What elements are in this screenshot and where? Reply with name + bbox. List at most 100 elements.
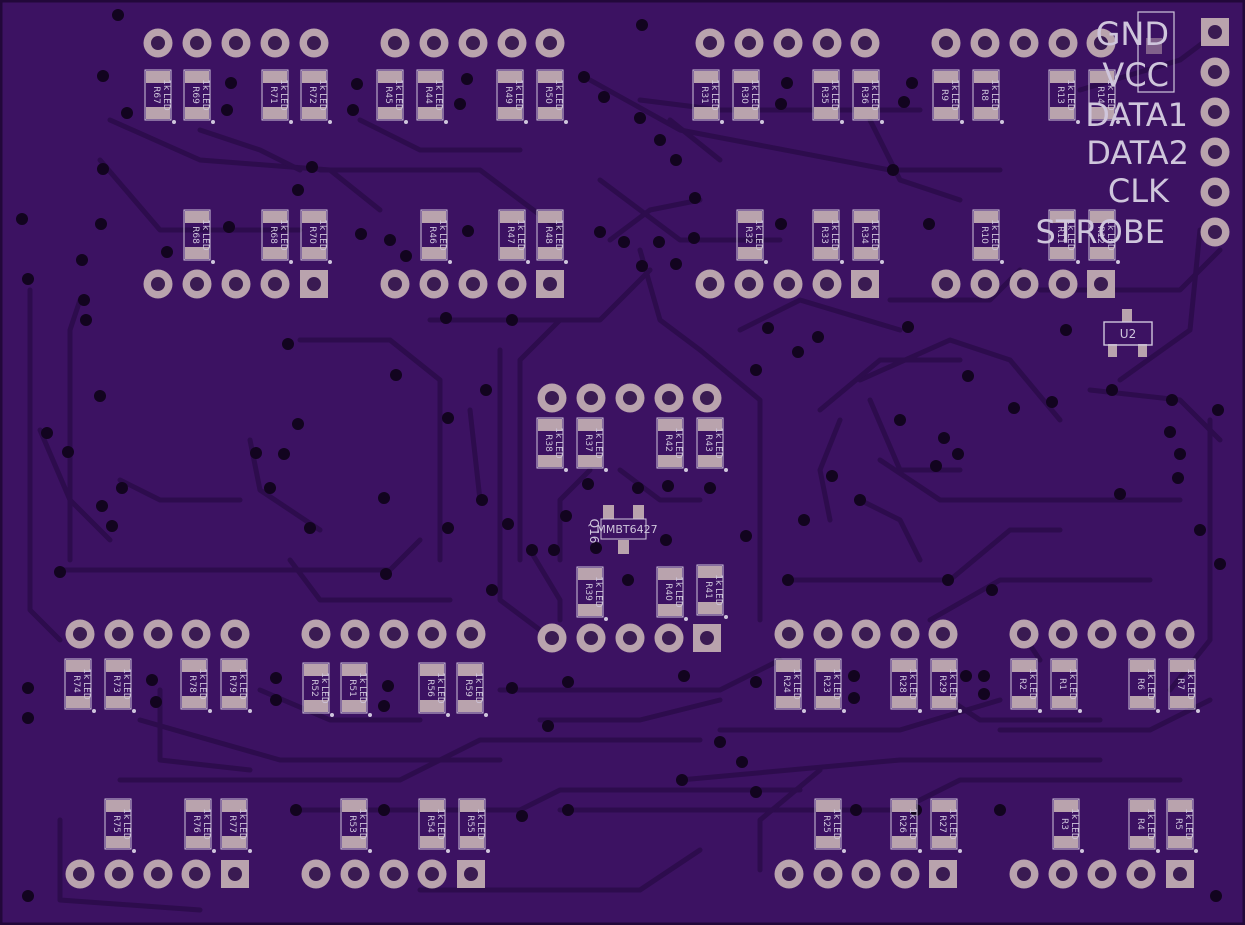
via-4 — [121, 107, 133, 119]
via-30 — [462, 225, 474, 237]
via-86 — [632, 482, 644, 494]
header-3-pin-2 — [1009, 28, 1039, 58]
resistor-r3-bl-9-outline — [1052, 798, 1080, 850]
via-69 — [1174, 448, 1186, 460]
resistor-r30-top-9-pad-b — [734, 107, 758, 119]
via-22 — [97, 163, 109, 175]
resistor-r77-bl-2-dot — [248, 849, 252, 853]
header-16-pin-1 — [813, 859, 843, 889]
via-55 — [962, 370, 974, 382]
via-78 — [106, 520, 118, 532]
resistor-r71-top-2-dot — [289, 120, 293, 124]
trace-23 — [297, 337, 443, 563]
header-5-pin-2-hole — [466, 277, 480, 291]
resistor-r53-bl-3-outline — [340, 798, 368, 850]
via-32 — [618, 236, 630, 248]
resistor-r14-top-15-pad-a — [1090, 71, 1114, 83]
resistor-r11-inner-10-dot — [1076, 260, 1080, 264]
resistor-r73-bu-1-outline — [104, 658, 132, 710]
header-1-pin-0 — [380, 28, 410, 58]
resistor-r2-bu-12-label: R2 — [1017, 678, 1027, 690]
resistor-r46-inner-3-value: 1k LED — [437, 219, 447, 250]
header-15-pin-4-hole — [464, 867, 478, 881]
trace-43 — [637, 247, 703, 353]
resistor-r75-bl-0-outline — [104, 798, 132, 850]
resistor-r33-inner-7-outline — [812, 209, 840, 261]
resistor-r55-bl-5-pad-a — [460, 800, 484, 812]
via-71 — [1114, 488, 1126, 500]
via-111 — [270, 672, 282, 684]
header-12-pin-1 — [813, 619, 843, 649]
header-14-pin-0 — [65, 859, 95, 889]
connector-pin-0 — [1201, 18, 1229, 46]
resistor-r11-inner-10-pad-b — [1050, 247, 1074, 259]
header-2-pin-0 — [695, 28, 725, 58]
header-4-pin-4 — [300, 270, 328, 298]
header-17-pin-1 — [1048, 859, 1078, 889]
trace-34 — [927, 577, 1153, 623]
header-16-pin-2-hole — [859, 867, 873, 881]
header-17-pin-1-hole — [1056, 867, 1070, 881]
resistor-r67-top-0-value: 1k LED — [161, 79, 171, 110]
resistor-r12-inner-11-value: 1k LED — [1105, 219, 1115, 250]
resistor-r13-top-14-value: 1k LED — [1065, 79, 1075, 110]
resistor-r13-top-14-dot — [1076, 120, 1080, 124]
resistor-r50-top-7-outline — [536, 69, 564, 121]
via-128 — [750, 786, 762, 798]
connector-pin-0-hole — [1208, 25, 1222, 39]
chip-u2: U2 — [1103, 309, 1153, 357]
resistor-r53-bl-3-value: 1k LED — [357, 808, 367, 839]
header-3-pin-1-hole — [978, 36, 992, 50]
via-49 — [750, 364, 762, 376]
resistor-r30-top-9-outline — [732, 69, 760, 121]
resistor-r34-inner-8-value: 1k LED — [869, 219, 879, 250]
via-74 — [250, 447, 262, 459]
header-16-pin-4 — [929, 860, 957, 888]
trace-17 — [1087, 387, 1223, 443]
header-5-pin-2 — [458, 269, 488, 299]
header-14-pin-4-hole — [228, 867, 242, 881]
via-77 — [96, 500, 108, 512]
pin-headers — [65, 18, 1230, 889]
resistor-r4-bl-10-label: R4 — [1135, 818, 1145, 830]
via-84 — [502, 518, 514, 530]
trace-50 — [617, 467, 703, 503]
header-0-pin-1-hole — [190, 36, 204, 50]
trace-28 — [497, 657, 783, 693]
via-83 — [476, 494, 488, 506]
via-31 — [594, 226, 606, 238]
resistor-r36-top-11-pad-b — [854, 107, 878, 119]
header-1-pin-2 — [458, 28, 488, 58]
resistor-r68-inner-0-label: R68 — [190, 226, 200, 244]
header-14-pin-4 — [221, 860, 249, 888]
header-0-pin-2 — [221, 28, 251, 58]
via-39 — [923, 218, 935, 230]
resistor-r34-inner-8-dot — [880, 260, 884, 264]
header-17-pin-2 — [1087, 859, 1117, 889]
header-8-pin-3-hole — [662, 391, 676, 405]
resistor-r53-bl-3-dot — [368, 849, 372, 853]
via-95 — [740, 530, 752, 542]
q16-pad-2 — [633, 505, 644, 519]
resistor-r76-bl-1-value: 1k LED — [201, 808, 211, 839]
trace-45 — [357, 117, 523, 153]
resistor-r52-bu-4-outline — [302, 662, 330, 714]
resistor-r70-inner-2-pad-b — [302, 247, 326, 259]
via-25 — [223, 221, 235, 233]
header-14-pin-1-hole — [112, 867, 126, 881]
resistor-r8-top-13-dot — [1000, 120, 1004, 124]
header-10-pin-0 — [65, 619, 95, 649]
via-135 — [994, 804, 1006, 816]
resistor-r52-bu-4-value: 1k LED — [319, 672, 329, 703]
resistor-r68-inner-0-outline — [183, 209, 211, 261]
